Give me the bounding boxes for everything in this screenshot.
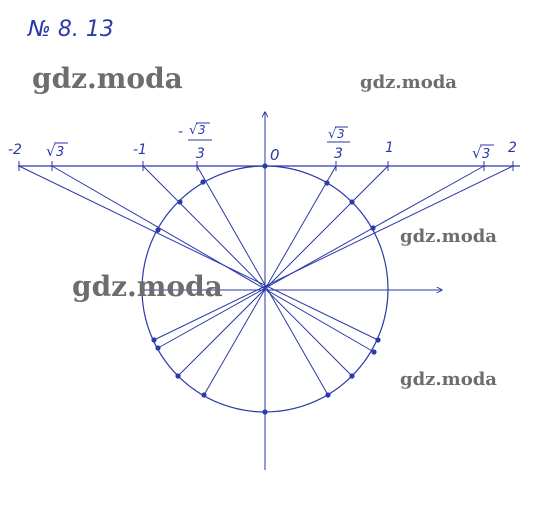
radicand: 3 <box>56 145 64 160</box>
point-bottom <box>262 409 268 415</box>
point-lower-right-3 <box>349 373 355 379</box>
watermark: gdz.moda <box>32 62 183 95</box>
ray-neg-sqrt3 <box>51 165 375 353</box>
sqrt-symbol: √ <box>46 142 56 160</box>
problem-number: № 8. 13 <box>27 17 114 42</box>
point-upper-left-3 <box>200 179 206 185</box>
ray-sqrt3 <box>157 165 485 349</box>
point-upper-right-3 <box>370 225 376 231</box>
point-upper-right-1 <box>324 180 330 186</box>
label-sqrt3: √ 3 <box>472 144 494 162</box>
ray-neg-sqrt3-over-3 <box>196 165 329 396</box>
label-neg-two: -2 <box>8 142 22 158</box>
label-two: 2 <box>508 140 517 156</box>
watermark: gdz.moda <box>360 72 457 93</box>
point-upper-right-2 <box>349 199 355 205</box>
point-upper-left-2 <box>155 227 161 233</box>
point-lower-left-1 <box>201 392 207 398</box>
label-neg-one: -1 <box>133 142 147 158</box>
label-one: 1 <box>385 140 394 156</box>
point-upper-left-1 <box>177 199 183 205</box>
point-lower-right-4 <box>325 392 331 398</box>
denominator: 3 <box>196 146 205 162</box>
label-neg-sqrt3: √ 3 <box>46 142 68 160</box>
label-neg-sqrt3-over-3: - √ 3 3 <box>178 122 212 162</box>
radicand: 3 <box>337 127 345 141</box>
ray-sqrt3-over-3 <box>203 165 337 396</box>
minus-sign: - <box>178 124 183 140</box>
point-lower-right-2 <box>371 349 377 355</box>
point-lower-right-1 <box>375 337 381 343</box>
label-sqrt3-over-3: √ 3 3 <box>327 126 350 162</box>
circle-points <box>151 163 381 415</box>
radicand: 3 <box>198 123 206 137</box>
point-lower-left-4 <box>151 337 157 343</box>
radicand: 3 <box>482 147 490 162</box>
watermark: gdz.moda <box>400 369 497 390</box>
point-lower-left-3 <box>155 345 161 351</box>
sqrt-symbol: √ <box>328 127 337 142</box>
label-origin: 0 <box>270 146 280 164</box>
ray-two <box>153 165 514 341</box>
denominator: 3 <box>334 146 343 162</box>
point-top <box>262 163 268 169</box>
watermark: gdz.moda <box>400 226 497 247</box>
watermark: gdz.moda <box>72 270 223 303</box>
sqrt-symbol: √ <box>189 123 198 138</box>
sqrt-symbol: √ <box>472 144 482 162</box>
ray-neg-two <box>18 165 379 341</box>
point-lower-left-2 <box>175 373 181 379</box>
